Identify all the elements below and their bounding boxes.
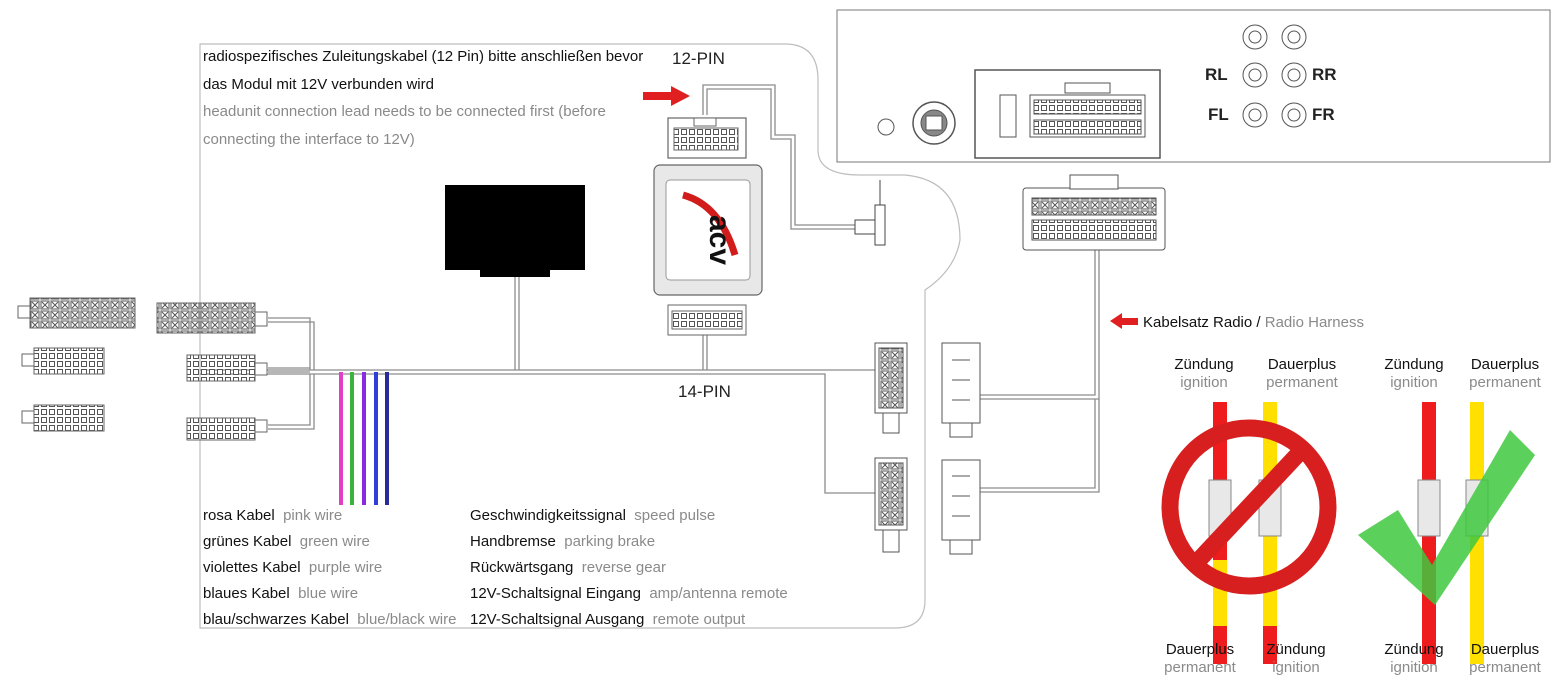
wires (200, 84, 1100, 494)
note-de-line1: radiospezifisches Zuleitungskabel (12 Pi… (203, 48, 644, 65)
label-rr: RR (1312, 65, 1337, 84)
wire-legend-item: grünes Kabel green wire (203, 533, 370, 550)
label-fl: FL (1208, 105, 1229, 124)
note-de-line2: das Modul mit 12V verbunden wird (203, 76, 434, 93)
radio-unit-back (836, 9, 1551, 163)
label-rl: RL (1205, 65, 1228, 84)
correct-wiring-illustration (1358, 402, 1535, 664)
display-screen (445, 185, 585, 277)
colored-wire-bundle (339, 372, 389, 505)
acv-interface-module: acv (653, 117, 763, 336)
wire-legend-item: violettes Kabel purple wire (203, 559, 383, 576)
iso-connectors (874, 342, 981, 555)
acv-logo-text: acv (703, 215, 736, 265)
signal-legend-item: Rückwärtsgang reverse gear (470, 559, 666, 576)
note-en-line2: connecting the interface to 12V) (203, 131, 415, 148)
signal-legend-item: 12V-Schaltsignal Eingang amp/antenna rem… (470, 585, 788, 602)
wrong-wiring-illustration (1161, 402, 1337, 664)
signal-legend-item: Geschwindigkeitssignal speed pulse (470, 507, 716, 524)
label-14pin: 14-PIN (678, 382, 731, 401)
arrow-12pin (643, 86, 690, 106)
label-12pin: 12-PIN (672, 49, 725, 68)
signal-legend-item: Handbremse parking brake (470, 533, 656, 550)
note-en-line1: headunit connection lead needs to be con… (203, 103, 606, 120)
arrow-harness (1110, 313, 1138, 329)
wire-legend-item: rosa Kabel pink wire (203, 507, 343, 524)
rca-jacks (1242, 24, 1307, 128)
signal-legend-item: 12V-Schaltsignal Ausgang remote output (470, 611, 746, 628)
wire-legend-item: blau/schwarzes Kabel blue/black wire (203, 611, 457, 628)
diagram-frame (199, 43, 961, 629)
label-fr: FR (1312, 105, 1335, 124)
left-vehicle-plugs (17, 297, 268, 441)
radio-harness-connector (1022, 174, 1166, 251)
audio-jack (854, 180, 886, 246)
harness-label: Kabelsatz Radio / Radio Harness (1143, 314, 1364, 331)
wire-legend-item: blaues Kabel blue wire (203, 585, 359, 602)
